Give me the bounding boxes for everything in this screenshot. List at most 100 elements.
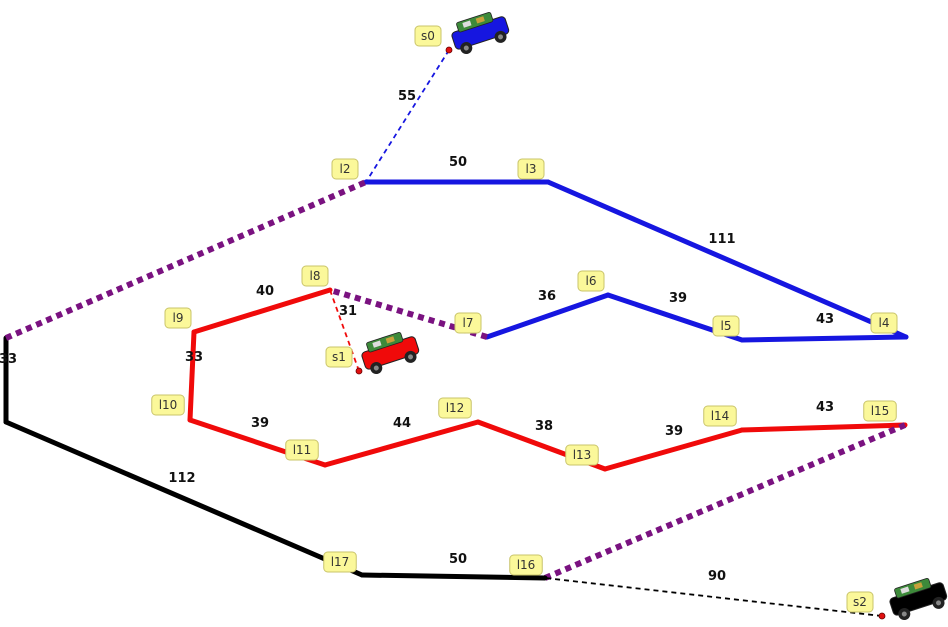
edge-weight-l6-l7: 36 (538, 289, 556, 304)
robot-s1-icon[interactable] (358, 328, 421, 377)
node-label-l4[interactable]: l4 (870, 312, 898, 334)
node-label-l3-text: l3 (526, 162, 537, 176)
node-label-l15-box (863, 400, 897, 422)
robot-s2-icon-part-6 (901, 611, 907, 617)
node-label-l3-box (517, 158, 545, 180)
edge-l11-l12 (322, 419, 481, 468)
robot-s1-start-point (355, 367, 363, 375)
node-label-l13-box (565, 444, 599, 466)
robot-s1-icon-part-3 (385, 336, 395, 344)
node-label-l14-box (703, 405, 737, 427)
edge-weight-l12-l13: 38 (535, 419, 553, 434)
node-label-l7[interactable]: l7 (454, 312, 482, 334)
node-label-l11[interactable]: l11 (285, 439, 319, 461)
robot-s2-icon-part-2 (900, 586, 910, 594)
robot-label-s0[interactable]: s0 (414, 25, 442, 47)
node-label-l13[interactable]: l13 (565, 444, 599, 466)
edge-weight-l11-l12: 44 (393, 416, 411, 431)
robot-s0-start-point (445, 46, 453, 54)
edge-weight-l8-l9: 40 (256, 284, 274, 299)
robot-s2-icon-part-3 (913, 582, 923, 590)
edge-l17-l0 (3, 419, 365, 578)
edge-l16-l17 (359, 572, 548, 581)
robot-s2-icon-part-7 (936, 600, 942, 606)
robot-s2-start-point (878, 612, 886, 620)
node-label-l16-box (509, 554, 543, 576)
edge-l14-l15 (739, 422, 908, 433)
edge-weight-l16-l17: 50 (449, 552, 467, 567)
node-label-l4-text: l4 (879, 316, 890, 330)
edges-layer (3, 49, 909, 617)
node-labels-layer: l2 l3 l4 l5 l6 l7 l8 l9 l10 l11 l12 l13 l14 l15 l16 l17… (151, 25, 898, 613)
robot-s0-icon-part-3 (475, 16, 485, 24)
edge-l8-l9 (191, 287, 333, 335)
edge-weight-l9-l10: 33 (185, 350, 203, 365)
robot-label-s2-box (846, 591, 874, 613)
node-label-l17[interactable]: l17 (323, 551, 357, 573)
node-label-l5-text: l5 (721, 319, 732, 333)
node-label-l7-box (454, 312, 482, 334)
node-label-l14-text: l14 (711, 409, 730, 423)
node-label-l15-text: l15 (871, 404, 890, 418)
node-label-l6-box (577, 270, 605, 292)
node-label-l6-text: l6 (586, 274, 597, 288)
node-label-l12-box (438, 397, 472, 419)
node-label-l2-text: l2 (340, 162, 351, 176)
edge-weight-s2-l16: 90 (708, 569, 726, 584)
node-label-l14[interactable]: l14 (703, 405, 737, 427)
robot-s1-icon-part-7 (408, 354, 414, 360)
node-label-l9-text: l9 (173, 311, 184, 325)
edge-weight-l0-l1: 33 (0, 352, 17, 367)
robot-s0-icon[interactable] (448, 8, 511, 57)
node-label-l12[interactable]: l12 (438, 397, 472, 419)
robot-s2-icon[interactable] (886, 574, 948, 623)
edge-weight-l14-l15: 43 (816, 400, 834, 415)
edge-weight-l4-l5: 43 (816, 312, 834, 327)
node-label-l17-text: l17 (331, 555, 350, 569)
edge-weight-l2-l3: 50 (449, 155, 467, 170)
node-label-l16[interactable]: l16 (509, 554, 543, 576)
node-label-l16-text: l16 (517, 558, 536, 572)
node-label-l5-box (712, 315, 740, 337)
node-label-l3[interactable]: l3 (517, 158, 545, 180)
robot-s1-icon-part-2 (372, 340, 382, 348)
robot-label-s1-text: s1 (332, 350, 346, 364)
node-label-l5[interactable]: l5 (712, 315, 740, 337)
robots-layer (355, 8, 948, 623)
robot-label-s1[interactable]: s1 (325, 346, 353, 368)
edge-s0-l2 (365, 49, 450, 183)
robot-label-s0-text: s0 (421, 29, 435, 43)
robot-label-s0-box (414, 25, 442, 47)
node-label-l8[interactable]: l8 (301, 265, 329, 287)
edge-l13-l14 (602, 427, 745, 472)
edge-l4-l5 (739, 334, 909, 343)
edge-s2-l16 (544, 577, 883, 617)
node-label-l15[interactable]: l15 (863, 400, 897, 422)
edge-weight-s0-l2: 55 (398, 89, 416, 104)
robot-s0-icon-part-6 (463, 45, 469, 51)
edge-weight-l10-l11: 39 (251, 416, 269, 431)
node-label-l8-box (301, 265, 329, 287)
node-label-l11-text: l11 (293, 443, 312, 457)
node-label-l6[interactable]: l6 (577, 270, 605, 292)
edge-weight-l13-l14: 39 (665, 424, 683, 439)
robot-s1-icon-part-6 (373, 365, 379, 371)
edge-weight-s1-l8: 31 (339, 304, 357, 319)
node-label-l8-text: l8 (310, 269, 321, 283)
node-label-l4-box (870, 312, 898, 334)
node-label-l10[interactable]: l10 (151, 394, 185, 416)
robot-s0-icon-part-7 (498, 34, 504, 40)
edge-weight-l17-l0: 112 (168, 471, 195, 486)
node-label-l2[interactable]: l2 (331, 158, 359, 180)
edge-l3-l4 (545, 179, 909, 340)
node-label-l9[interactable]: l9 (164, 307, 192, 329)
node-label-l7-text: l7 (463, 316, 474, 330)
robot-label-s1-box (325, 346, 353, 368)
robot-label-s2[interactable]: s2 (846, 591, 874, 613)
node-label-l10-box (151, 394, 185, 416)
node-label-l11-box (285, 439, 319, 461)
node-label-l13-text: l13 (573, 448, 592, 462)
node-label-l9-box (164, 307, 192, 329)
